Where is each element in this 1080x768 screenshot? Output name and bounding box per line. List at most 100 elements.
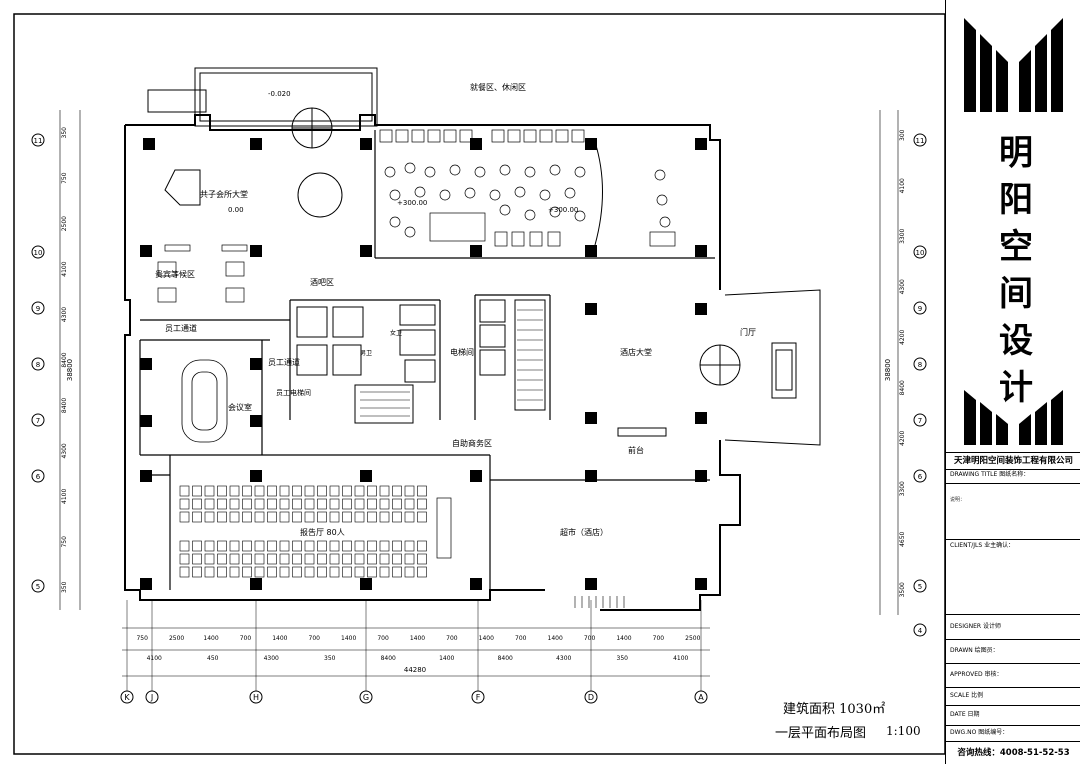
- elevation-marks: -0.020 0.00 +300.00 +300.00: [228, 90, 578, 214]
- desk-seat: [229, 498, 240, 510]
- axis-label: 11: [916, 137, 925, 145]
- desk-seat: [404, 540, 415, 552]
- dimension-value: 750: [136, 635, 148, 642]
- room-label: 员工通道: [268, 357, 300, 367]
- desk-seat: [292, 498, 302, 510]
- desk-seat: [254, 540, 265, 552]
- desk-seat: [292, 511, 302, 523]
- desk-seat: [204, 553, 215, 565]
- dimension-value: 4200: [899, 329, 906, 344]
- desk-seat: [229, 511, 240, 523]
- desk-seat: [267, 566, 277, 578]
- dimension-value: 8400: [61, 352, 68, 367]
- axis-label: D: [588, 693, 594, 702]
- dimension-value: 8400: [61, 398, 68, 413]
- desk-seat: [304, 566, 315, 578]
- axis-label: 7: [918, 417, 922, 425]
- desk-seat: [242, 566, 252, 578]
- dimension-value: 4300: [264, 655, 279, 662]
- desk-seat: [367, 485, 377, 497]
- column-axis-bubbles: K J H G F D A: [120, 600, 708, 704]
- brand-char: 空: [999, 227, 1033, 267]
- desk-seat: [204, 540, 215, 552]
- axis-label: H: [253, 693, 259, 702]
- desk-seat: [404, 485, 415, 497]
- desk-seat: [392, 498, 402, 510]
- reception-desk: [617, 427, 667, 437]
- desk-seat: [379, 485, 390, 497]
- dimension-value: 1400: [410, 635, 425, 642]
- desk-seat: [242, 540, 252, 552]
- desk-seat: [317, 566, 327, 578]
- desk-seat: [267, 498, 277, 510]
- brand-char: 阳: [999, 180, 1033, 220]
- desk-seat: [229, 566, 240, 578]
- desk-seat: [279, 553, 290, 565]
- desk-seat: [292, 566, 302, 578]
- desk-seat: [342, 498, 352, 510]
- desk-seat: [267, 540, 277, 552]
- desk-seat: [354, 511, 365, 523]
- dimension-value: 1400: [341, 635, 356, 642]
- desk-seat: [317, 498, 327, 510]
- desk-seat: [354, 566, 365, 578]
- desk-seat: [392, 566, 402, 578]
- desk-seat: [329, 498, 340, 510]
- floor-plan-drawing: K J H G F D A 11 10 9 8 7 6 5 11 10 9: [13, 13, 946, 755]
- desk-seat: [379, 511, 390, 523]
- dimension-value: 1400: [203, 635, 218, 642]
- desk-seat: [192, 566, 202, 578]
- desk-seat: [392, 485, 402, 497]
- dimension-value: 4200: [899, 430, 906, 445]
- desk-seat: [317, 540, 327, 552]
- desk-seat: [417, 498, 427, 510]
- desk-seat: [204, 498, 215, 510]
- desk-seat: [279, 498, 290, 510]
- dimension-value: 4300: [61, 443, 68, 458]
- dimension-value: 4100: [673, 655, 688, 662]
- room-label: 酒吧区: [310, 278, 334, 287]
- desk-seat: [404, 553, 415, 565]
- lobby-round-feature: [297, 172, 343, 218]
- brand-logo: 明 阳 空 间 设 计: [946, 0, 1080, 452]
- desk-seat: [179, 498, 190, 510]
- row-axis-bubbles-left: 11 10 9 8 7 6 5: [31, 133, 45, 593]
- dimension-value: 8400: [498, 655, 513, 662]
- designer-field: DESIGNER 设计师: [946, 616, 1080, 640]
- hotline: 咨询热线：4008-51-52-53: [946, 741, 1080, 765]
- axis-label: 8: [918, 361, 922, 369]
- desk-seat: [317, 485, 327, 497]
- room-label: 就餐区、休闲区: [470, 82, 526, 92]
- desk-seat: [217, 511, 227, 523]
- desk-seat: [367, 540, 377, 552]
- desk-seat: [217, 485, 227, 497]
- desk-seat: [279, 485, 290, 497]
- desk-seat: [192, 553, 202, 565]
- desk-seat: [367, 553, 377, 565]
- desk-seat: [417, 511, 427, 523]
- dimension-value: 700: [240, 635, 252, 642]
- meeting-table: [181, 359, 228, 443]
- auditorium-podium: [436, 497, 452, 559]
- dimension-value: 1400: [616, 635, 631, 642]
- desk-seat: [179, 566, 190, 578]
- desk-seat: [192, 511, 202, 523]
- total-width-dimension: 44280: [404, 666, 426, 674]
- elevator-core: [296, 299, 546, 424]
- porch-canopy: [724, 289, 821, 446]
- client-field: CLIENT/JLS 业主确认：: [946, 540, 1080, 615]
- plan-title: 一层平面布局图: [775, 726, 867, 741]
- room-label: 前台: [628, 445, 644, 455]
- structural-columns: [140, 138, 707, 590]
- entrance-terrace: [147, 67, 378, 127]
- dimension-value: 4100: [61, 261, 68, 276]
- dimension-value: 3300: [899, 481, 906, 496]
- desk-seat: [217, 566, 227, 578]
- desk-seat: [267, 485, 277, 497]
- desk-seat: [342, 511, 352, 523]
- elevation-label: +300.00: [548, 206, 578, 214]
- logo-mark: [964, 18, 1063, 445]
